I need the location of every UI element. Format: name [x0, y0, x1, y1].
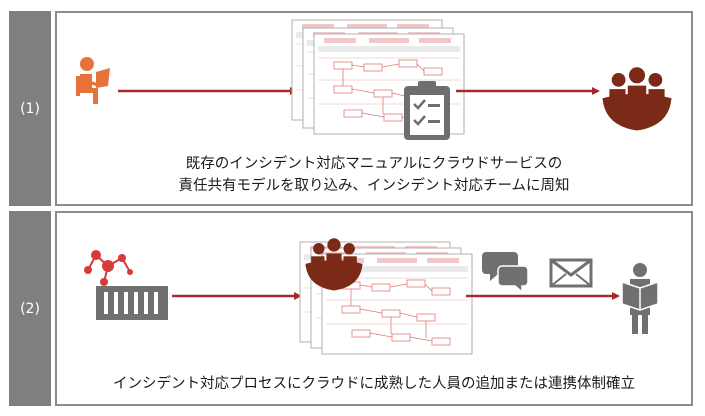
row2-label-bar: (2) [9, 211, 51, 406]
row1-caption-line2: 責任共有モデルを取り込み、インシデント対応チームに周知 [178, 178, 570, 194]
person-laptop-icon [76, 57, 110, 104]
flowchart-document-icon [299, 241, 473, 355]
row1-caption-line1: 既存のインシデント対応マニュアルにクラウドサービスの [185, 156, 563, 172]
team-icon [602, 67, 672, 131]
row1-caption: 既存のインシデント対応マニュアルにクラウドサービスの 責任共有モデルを取り込み、… [57, 153, 691, 197]
chat-bubbles-icon [482, 252, 529, 294]
row2-caption-line1: インシデント対応プロセスにクラウドに成熟した人員の追加または連携体制確立 [113, 376, 635, 392]
person-reading-icon [621, 263, 659, 334]
envelope-icon [549, 258, 593, 288]
row1-label: (1) [20, 100, 40, 117]
clipboard-checklist-icon [404, 81, 450, 140]
cloud-container-icon [84, 250, 168, 320]
row1-label-bar: (1) [9, 11, 51, 206]
row2-label: (2) [20, 300, 40, 317]
row2-caption: インシデント対応プロセスにクラウドに成熟した人員の追加または連携体制確立 [57, 373, 691, 395]
